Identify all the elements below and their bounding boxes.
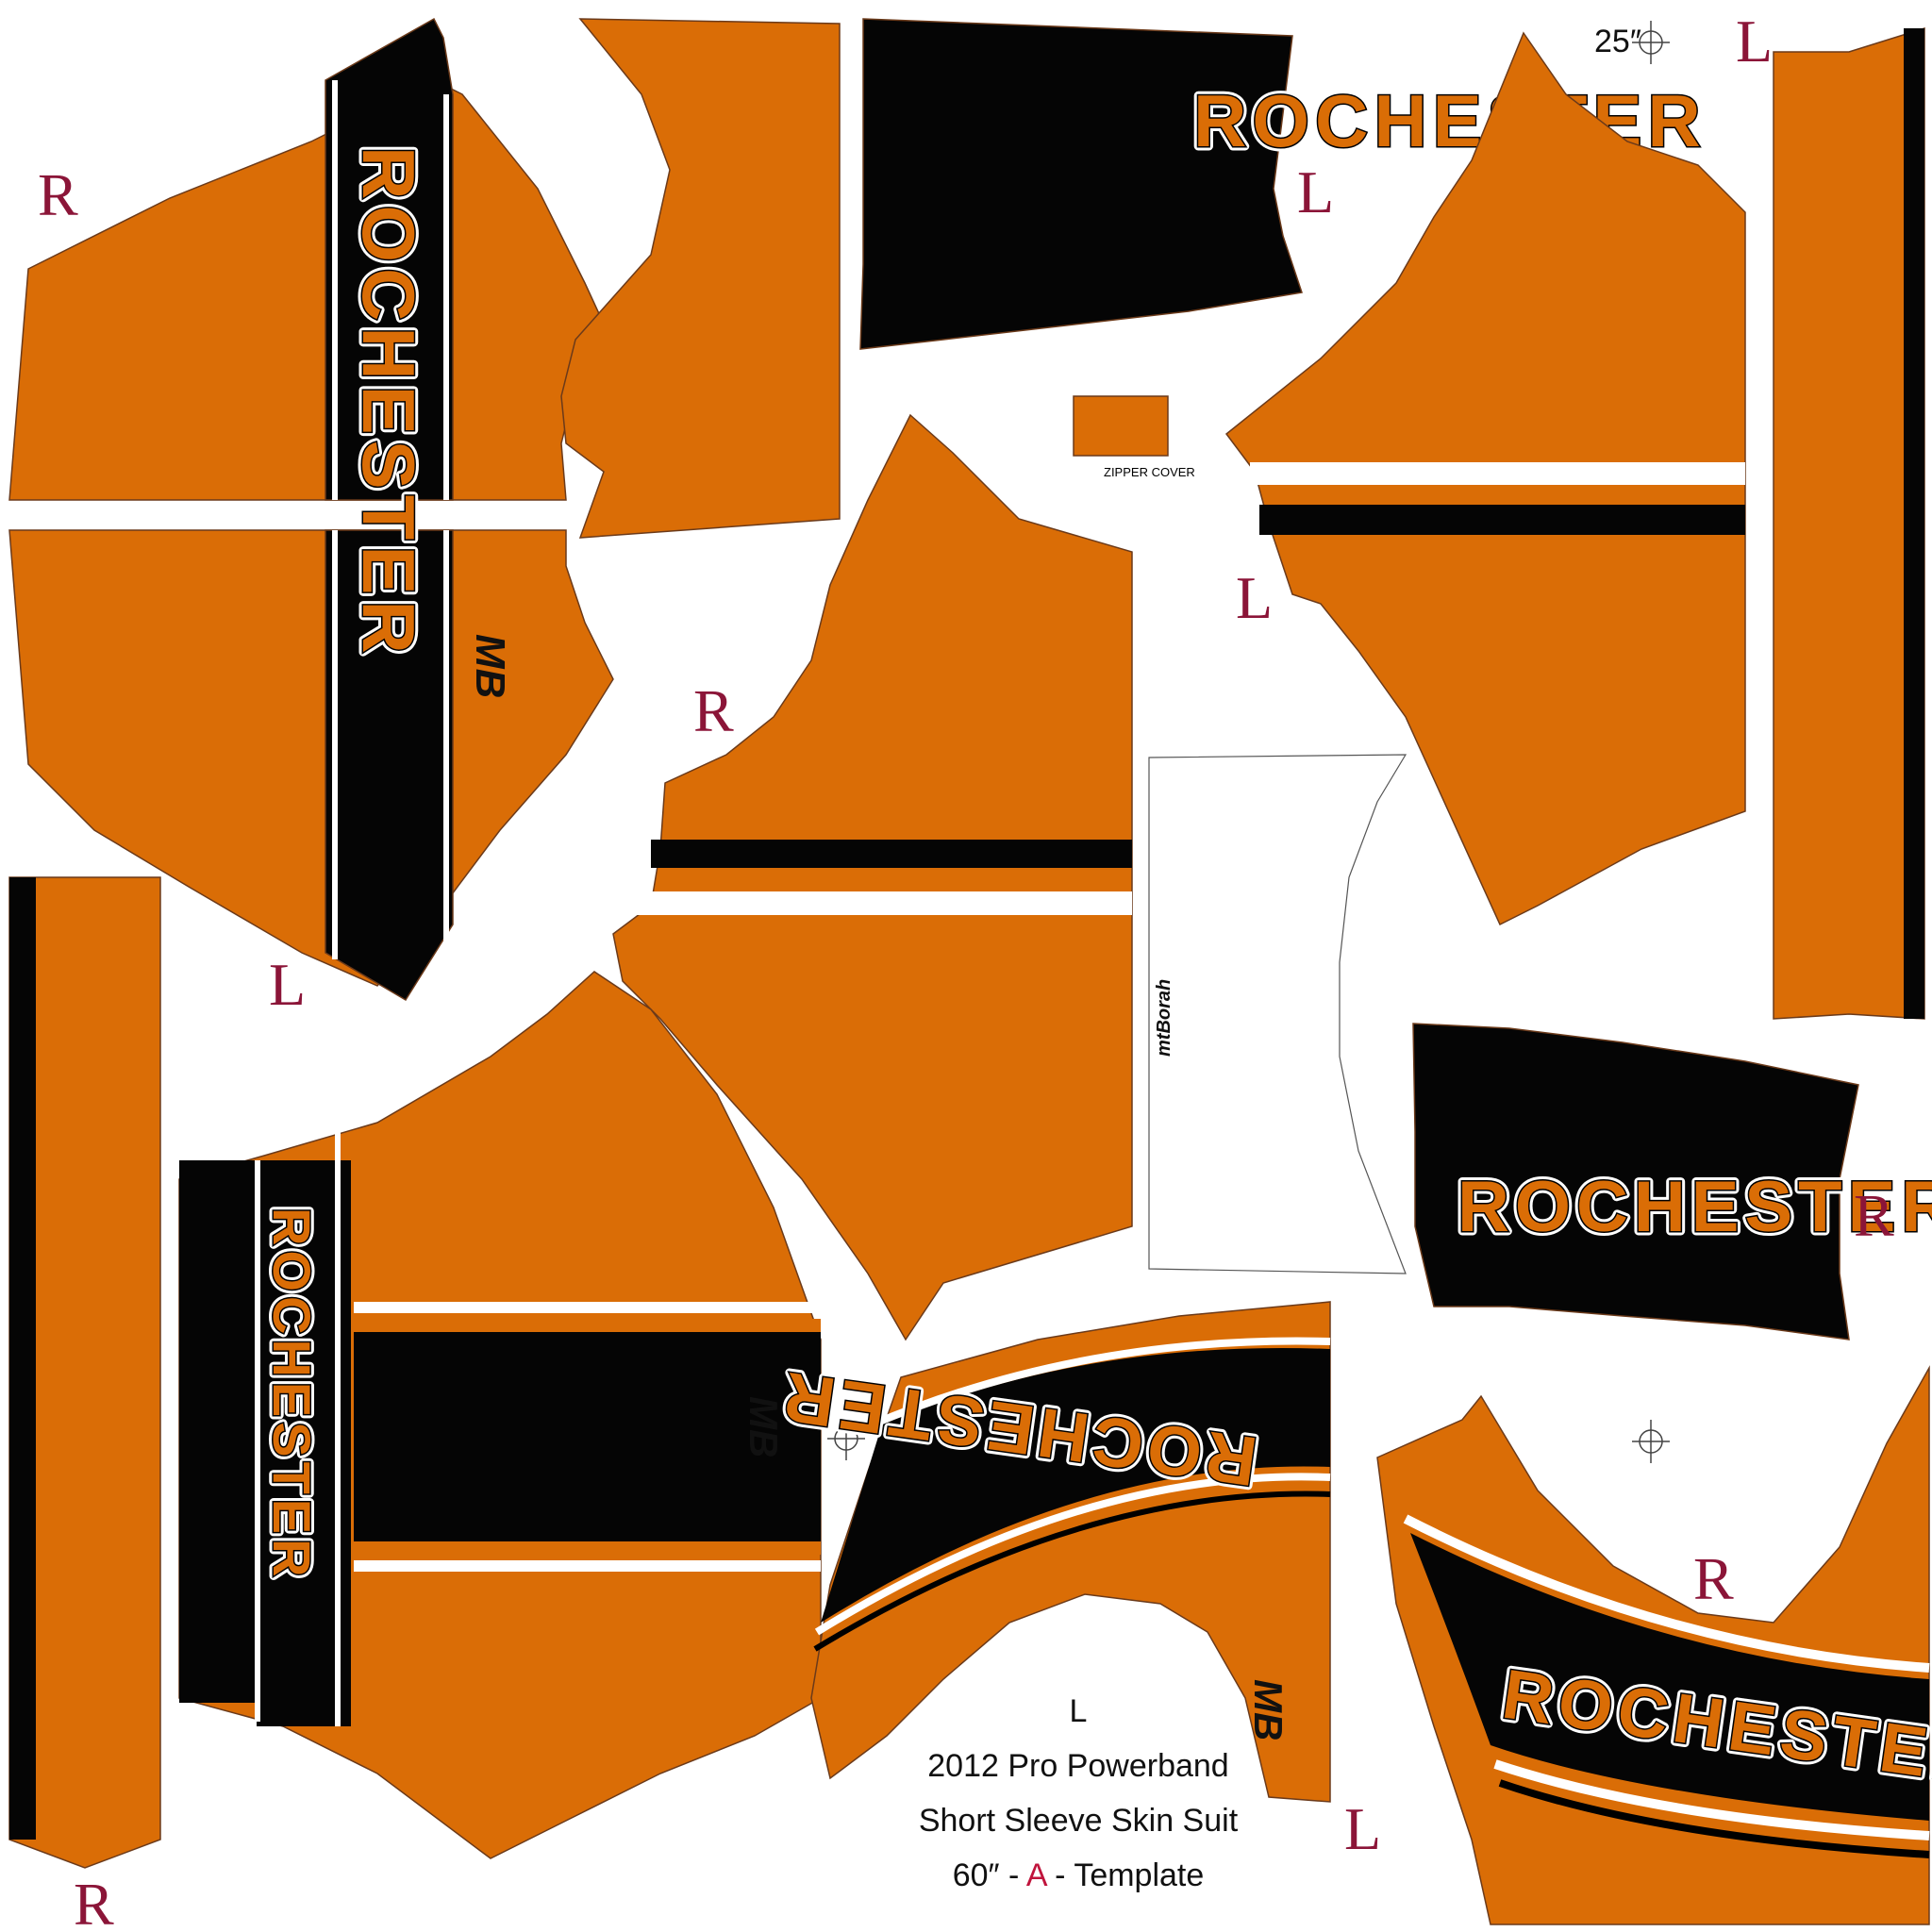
brand-word-vertical-2-fill: ROCHESTER [262,1208,322,1582]
template-caption: L 2012 Pro Powerband Short Sleeve Skin S… [919,1693,1239,1893]
panel-lower-left [178,971,822,1859]
side-mark-r-3: R [74,1871,114,1932]
panel-lower-right [1376,1365,1930,1925]
brand-word-horizontal: ROCHESTER [1457,1167,1932,1247]
side-mark-l-4: L [1236,564,1273,631]
registration-mark-top [1632,21,1670,64]
panel-right-strip [1773,26,1925,1020]
caption-line-1: 2012 Pro Powerband [927,1748,1228,1784]
side-mark-l-3: L [1736,8,1773,75]
panel-top-left-lower [8,529,614,1002]
panel-top-right [1224,31,1746,926]
brand-word-horizontal-fill: ROCHESTER [1457,1167,1932,1247]
brand-word-vertical-1: ROCHESTER [347,146,430,659]
logo-mark-2: MB [741,1396,786,1457]
caption-line-3: 60″ - A - Template [953,1857,1205,1893]
panel-right-black [1412,1023,1859,1341]
zipper-cover [1073,395,1169,457]
side-mark-r-1: R [38,161,78,228]
side-mark-l-1: L [269,951,306,1018]
panel-lower-center [810,1301,1331,1803]
panel-top-center-orange [560,18,841,539]
panel-top-left-upper [8,17,614,501]
panel-top-black-collar [859,18,1303,350]
logo-mark-1: MB [467,634,513,698]
side-mark-r-5: R [1693,1545,1734,1612]
chamois-insert [1148,754,1407,1274]
zipper-cover-label: ZIPPER COVER [1104,465,1195,479]
side-mark-l-5: L [1344,1795,1381,1862]
brand-word-vertical-1-fill: ROCHESTER [347,146,430,659]
chamois-label: mtBorah [1154,979,1174,1057]
side-mark-l-2: L [1297,158,1334,225]
panel-left-strip [8,876,161,1869]
panel-center [612,413,1133,1341]
side-mark-r-4: R [1854,1182,1894,1249]
brand-word-vertical-2: ROCHESTER [262,1208,322,1582]
top-dimension: 25″ [1594,24,1641,59]
registration-mark-middle [827,1417,865,1460]
caption-line-2: Short Sleeve Skin Suit [919,1803,1239,1839]
registration-mark-right [1632,1420,1670,1463]
side-mark-r-2: R [693,677,734,744]
caption-side: L [1070,1693,1088,1729]
logo-mark-3: MB [1246,1679,1291,1740]
